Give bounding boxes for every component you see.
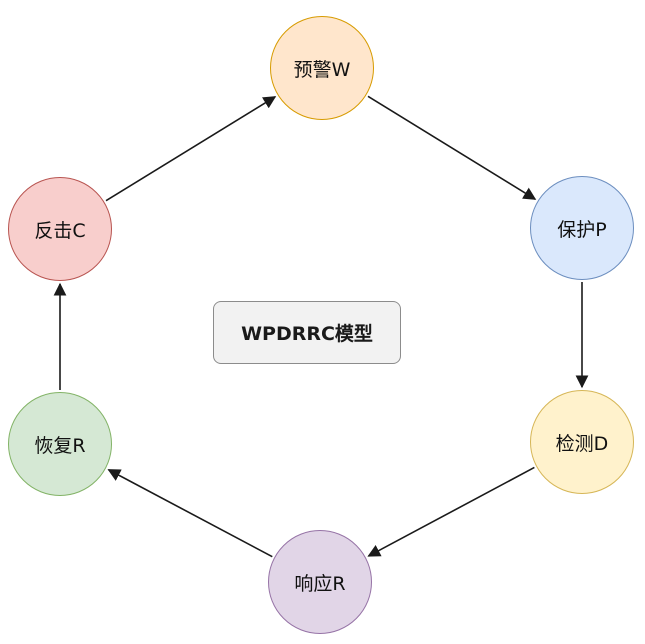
edge-respond-to-recover [107,469,273,558]
node-protect-label: 保护P [557,218,607,241]
model-title-box: WPDRRC模型 [213,301,401,364]
edge-detect-to-respond [367,466,535,557]
node-recover: 恢复R [8,392,112,496]
node-recover-label: 恢复R [34,434,86,457]
edge-counter-to-warning [105,96,277,202]
model-title: WPDRRC模型 [241,323,373,345]
node-warning: 预警W [270,16,374,120]
node-warning-label: 预警W [293,58,351,81]
node-respond-label: 响应R [294,572,346,595]
node-counter-label: 反击C [34,219,86,242]
node-protect: 保护P [530,176,634,280]
edge-warning-to-protect [367,95,537,200]
node-detect: 检测D [530,390,634,494]
node-respond: 响应R [268,530,372,634]
node-detect-label: 检测D [555,432,609,455]
node-counter: 反击C [8,177,112,281]
